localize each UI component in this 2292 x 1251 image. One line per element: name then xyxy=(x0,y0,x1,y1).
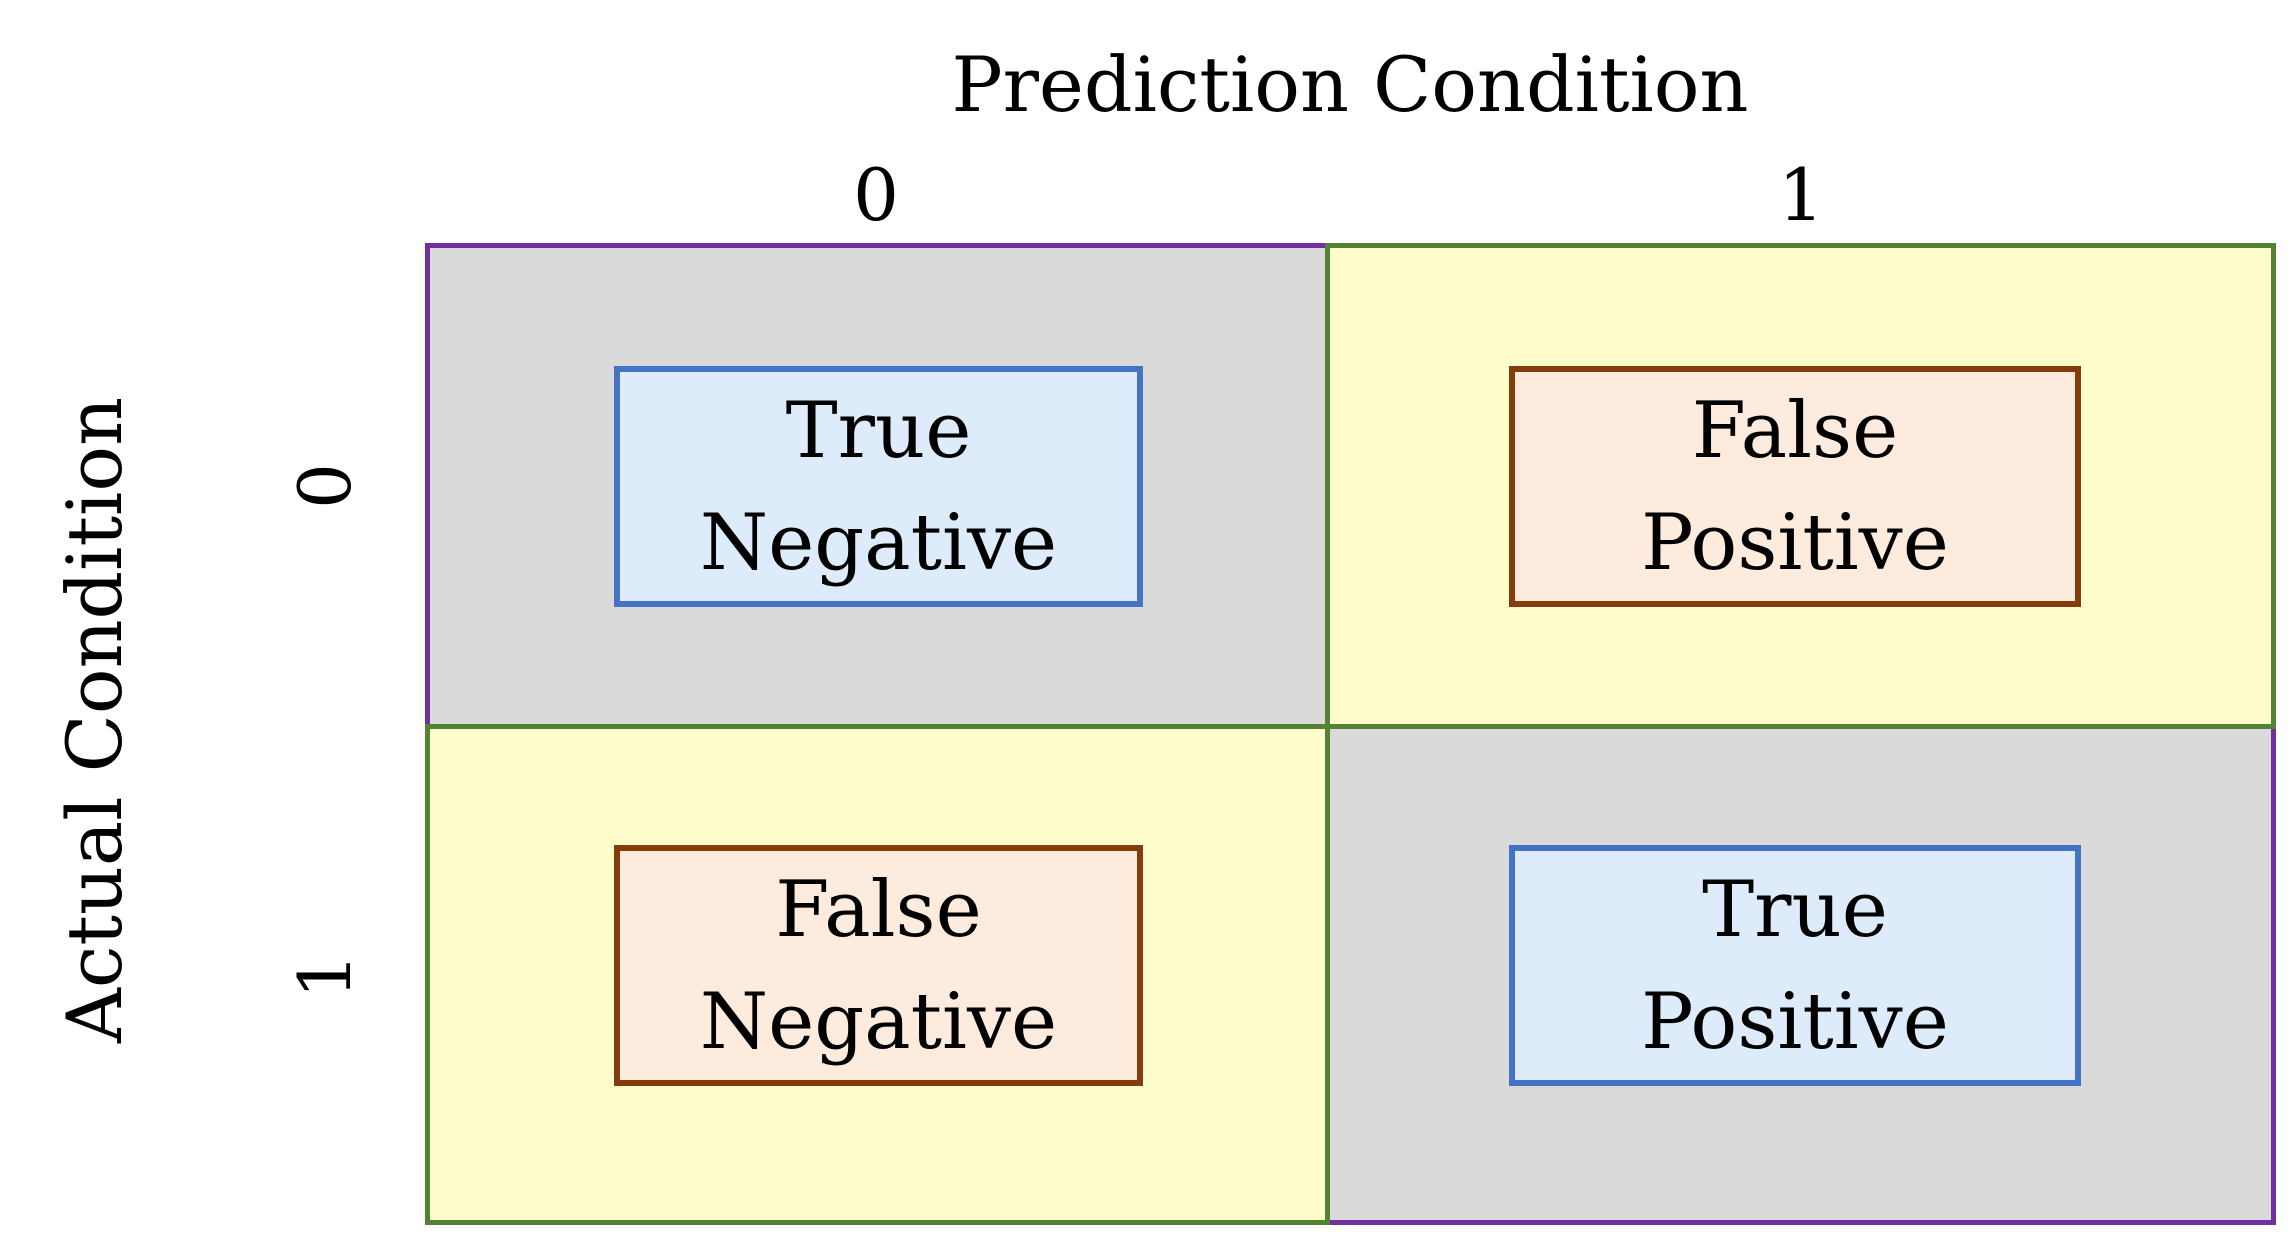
tp-bottom-border xyxy=(1327,1220,2276,1225)
true-positive-label-line1: True xyxy=(1702,864,1888,955)
false-positive-box: False Positive xyxy=(1509,366,2081,607)
fn-bottom-border xyxy=(425,1220,1327,1225)
false-positive-label-line1: False xyxy=(1691,385,1899,476)
false-negative-box: False Negative xyxy=(614,845,1143,1086)
row-axis-title: Actual Condition xyxy=(50,396,139,1044)
tp-right-border xyxy=(2271,727,2276,1225)
column-axis-title: Prediction Condition xyxy=(951,40,1749,129)
fp-right-border xyxy=(2271,243,2276,727)
false-negative-label-line1: False xyxy=(775,864,982,955)
row-tick-0-wrap: 0 xyxy=(280,386,370,586)
true-positive-label-line2: Positive xyxy=(1641,976,1949,1067)
column-tick-1: 1 xyxy=(1778,153,1824,237)
true-positive-box: True Positive xyxy=(1509,845,2081,1086)
false-positive-label-line2: Positive xyxy=(1641,497,1949,588)
true-negative-label-line1: True xyxy=(785,385,972,476)
tn-left-border xyxy=(425,243,430,727)
fn-left-border xyxy=(425,727,430,1225)
true-negative-box: True Negative xyxy=(614,366,1143,607)
horizontal-divider xyxy=(425,724,2276,729)
row-axis-title-wrap: Actual Condition xyxy=(40,370,150,1070)
false-negative-label-line2: Negative xyxy=(699,976,1058,1067)
tn-top-border xyxy=(425,243,1327,248)
column-tick-0: 0 xyxy=(853,153,899,237)
row-tick-1: 1 xyxy=(283,953,367,999)
row-tick-1-wrap: 1 xyxy=(280,876,370,1076)
vertical-divider xyxy=(1325,243,1330,1225)
row-tick-0: 0 xyxy=(283,463,367,509)
fp-top-border xyxy=(1327,243,2276,248)
true-negative-label-line2: Negative xyxy=(699,497,1058,588)
